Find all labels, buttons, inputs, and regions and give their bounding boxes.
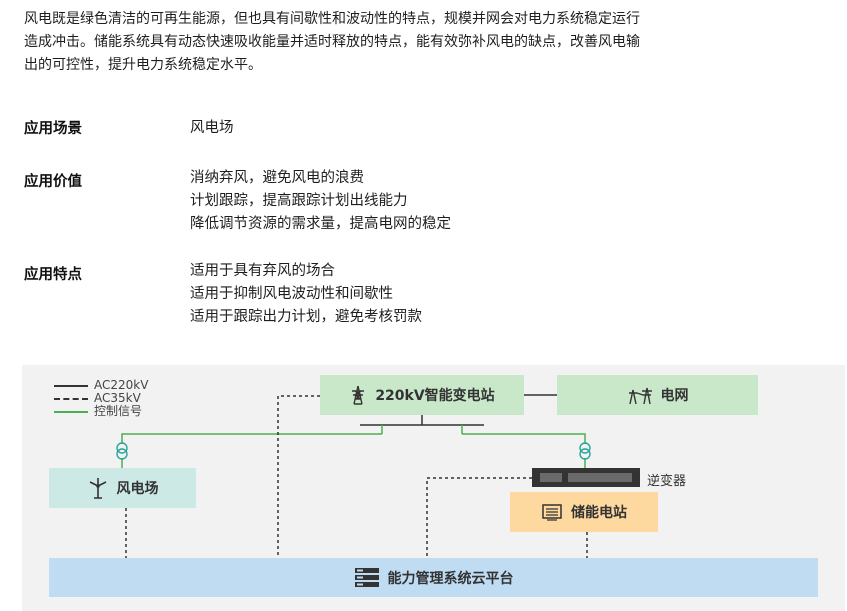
transmission-tower-icon xyxy=(352,385,365,405)
substation-node: 220kV智能变电站 xyxy=(320,375,524,415)
storage-node: 储能电站 xyxy=(510,492,658,532)
section-value: 适用于跟踪出力计划，避免考核罚款 xyxy=(190,309,422,325)
legend-label: AC35kV xyxy=(94,391,141,405)
intro-line: 造成冲击。储能系统具有动态快速吸收能量并适时释放的特点，能有效弥补风电的缺点，改… xyxy=(24,34,640,50)
intro-line: 出的可控性，提升电力系统稳定水平。 xyxy=(24,57,262,73)
section-value: 消纳弃风，避免风电的浪费 xyxy=(190,170,364,186)
legend-label: 控制信号 xyxy=(94,404,143,418)
inverter-label: 逆变器 xyxy=(647,474,687,489)
diagram-legend: AC220kV AC35kV 控制信号 xyxy=(54,379,148,418)
legend-swatch xyxy=(54,384,88,387)
transformer-icon xyxy=(116,442,128,460)
legend-item-ac220kv: AC220kV xyxy=(54,379,148,392)
windfarm-label: 风电场 xyxy=(116,481,159,497)
intro-line: 风电既是绿色清洁的可再生能源，但也具有间歇性和波动性的特点，规模并网会对电力系统… xyxy=(24,11,640,27)
cloud-platform-node: 能力管理系统云平台 xyxy=(49,558,818,597)
control-link xyxy=(277,395,320,558)
legend-swatch xyxy=(54,410,88,413)
cloud-platform-label: 能力管理系统云平台 xyxy=(387,570,514,587)
control-link xyxy=(426,477,532,558)
section-value: 适用于具有弃风的场合 xyxy=(190,263,335,279)
section-label: 应用场景 xyxy=(24,121,82,137)
section-value: 计划跟踪，提高跟踪计划出线能力 xyxy=(190,193,408,209)
legend-label: AC220kV xyxy=(94,378,149,392)
system-diagram: AC220kV AC35kV 控制信号 220kV智能变电站 电网 风电场 xyxy=(22,365,845,611)
section-values: 风电场 xyxy=(190,117,234,140)
grid-label: 电网 xyxy=(660,388,689,404)
server-icon xyxy=(354,567,379,587)
section-value: 降低调节资源的需求量，提高电网的稳定 xyxy=(190,216,451,232)
wind-turbine-icon xyxy=(89,478,106,499)
legend-item-ac35kv: AC35kV xyxy=(54,392,148,405)
section-values: 适用于具有弃风的场合 适用于抑制风电波动性和间歇性 适用于跟踪出力计划，避免考核… xyxy=(190,260,422,329)
inverter-module xyxy=(568,473,632,482)
legend-swatch xyxy=(54,397,88,400)
battery-icon xyxy=(542,504,562,521)
storage-label: 储能电站 xyxy=(571,505,627,521)
windfarm-node: 风电场 xyxy=(49,468,196,508)
legend-item-control: 控制信号 xyxy=(54,405,148,418)
section-label: 应用价值 xyxy=(24,174,82,190)
intro-paragraph: 风电既是绿色清洁的可再生能源，但也具有间歇性和波动性的特点，规模并网会对电力系统… xyxy=(24,8,784,77)
inverter-module xyxy=(540,473,562,482)
transformer-icon xyxy=(579,442,591,460)
power-grid-icon xyxy=(628,387,652,405)
section-value: 风电场 xyxy=(190,120,234,136)
feeder-line-wind xyxy=(121,433,382,444)
section-values: 消纳弃风，避免风电的浪费 计划跟踪，提高跟踪计划出线能力 降低调节资源的需求量，… xyxy=(190,167,451,236)
grid-node: 电网 xyxy=(557,375,758,415)
inverter-device xyxy=(532,468,640,487)
section-value: 适用于抑制风电波动性和间歇性 xyxy=(190,286,393,302)
diagram-connections xyxy=(116,394,591,558)
feeder-line-storage xyxy=(462,433,586,444)
substation-label: 220kV智能变电站 xyxy=(375,388,495,404)
section-label: 应用特点 xyxy=(24,267,82,283)
